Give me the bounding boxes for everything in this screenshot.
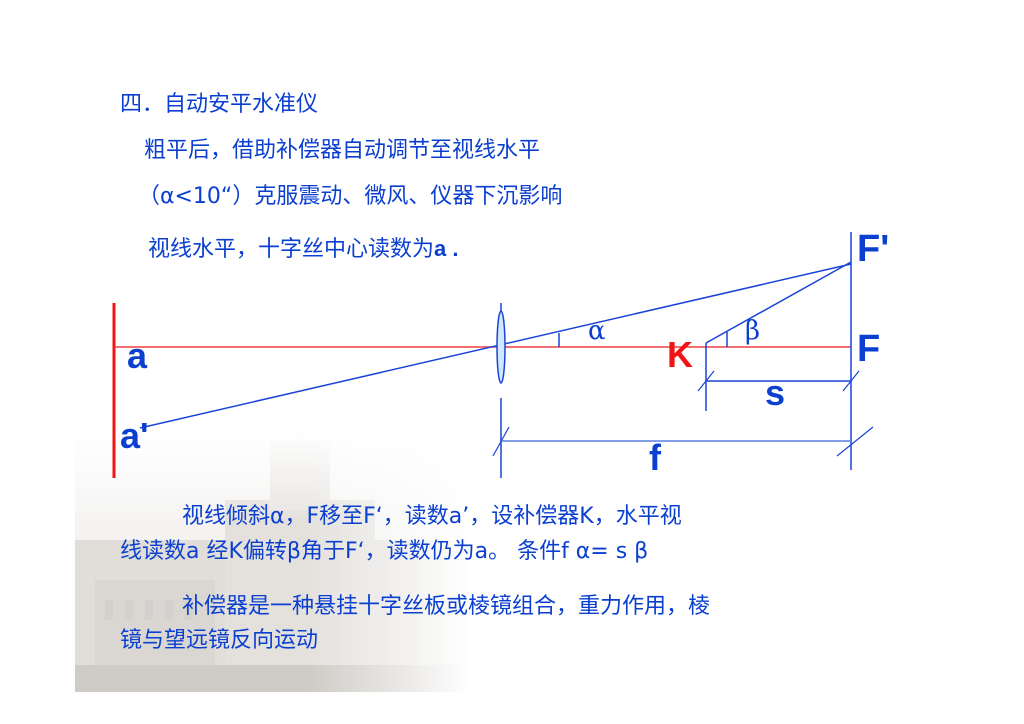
reading-variable: a . <box>434 236 459 261</box>
label-s: s <box>765 372 786 413</box>
compensator-line-2: 镜与望远镜反向运动 <box>120 628 319 653</box>
background-building-photo <box>75 430 470 692</box>
objective-lens <box>496 310 506 384</box>
inclined-ray <box>139 263 852 429</box>
label-alpha: α <box>588 316 606 346</box>
alpha-condition: （α<10“） <box>138 184 255 209</box>
slide-heading: 四．自动安平水准仪 <box>120 92 319 117</box>
compensator-line-1: 补偿器是一种悬挂十字丝板或棱镜组合，重力作用，棱 <box>182 594 711 619</box>
explanation-line-2: 线读数a 经K偏转β角于F‘，读数仍为a。 条件f α= s β <box>120 539 649 564</box>
explanation-line-1: 视线倾斜α，F移至F‘，读数a’，设补偿器K，水平视 <box>182 504 682 529</box>
label-a-prime: a' <box>120 415 149 456</box>
horizontal-reading-text: 视线水平，十字丝中心读数为a . <box>148 236 459 262</box>
label-f: f <box>649 437 661 478</box>
effects-text: 克服震动、微风、仪器下沉影响 <box>254 184 563 209</box>
intro-line-1: 粗平后，借助补偿器自动调节至视线水平 <box>144 138 541 163</box>
label-beta: β <box>745 316 761 346</box>
label-F-prime: F' <box>857 228 890 270</box>
label-F: F <box>857 328 881 370</box>
label-a: a <box>127 335 148 376</box>
label-K: K <box>667 334 693 375</box>
deflected-ray <box>705 261 852 344</box>
intro-line-2: （α<10“）克服震动、微风、仪器下沉影响 <box>138 186 562 208</box>
